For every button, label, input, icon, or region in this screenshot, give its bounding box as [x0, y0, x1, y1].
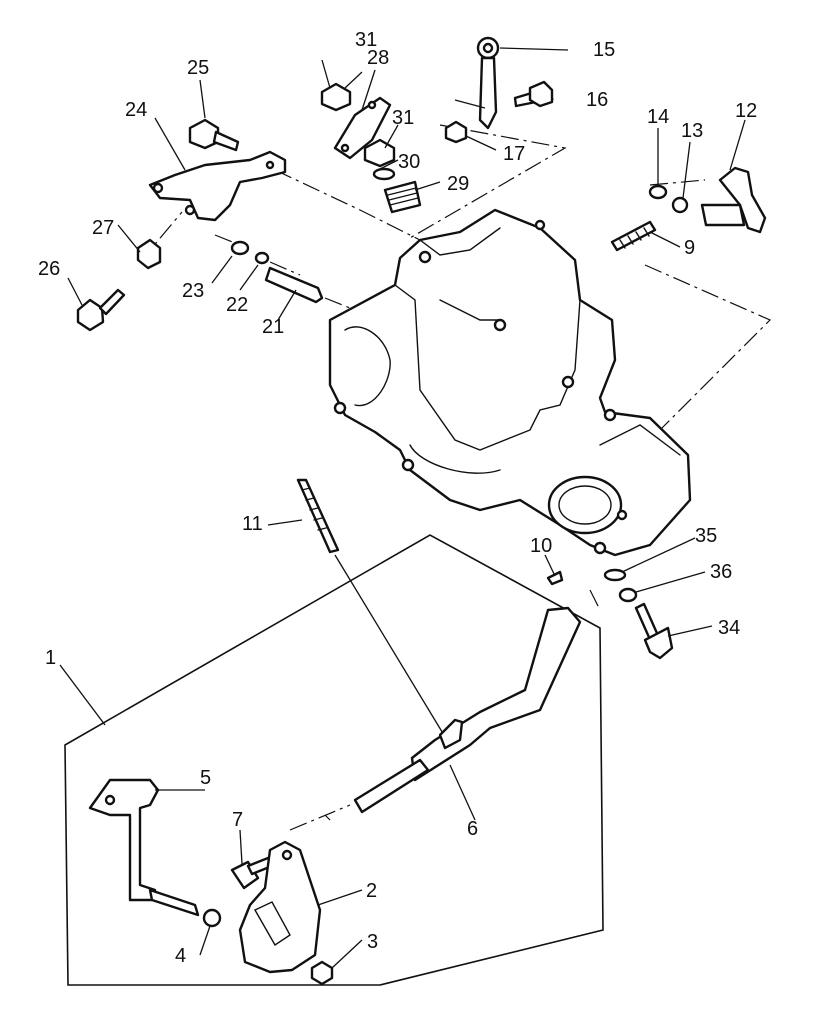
callout-11: 11: [242, 513, 263, 535]
callout-10: 10: [530, 535, 552, 557]
clip-13: [671, 196, 689, 214]
washer-4: [202, 908, 222, 928]
callout-labels: 1 2 3 4 5 6 7 9 10 11 12 13 14 15 16 17 …: [38, 29, 757, 967]
spring-11: [296, 478, 451, 746]
callout-26: 26: [38, 258, 60, 280]
callout-28: 28: [367, 47, 389, 69]
washer-36: [618, 587, 638, 603]
callout-31-lower: 31: [392, 107, 414, 129]
callout-27: 27: [92, 217, 114, 239]
callout-6: 6: [467, 818, 478, 840]
spring-29: [383, 180, 422, 214]
washer-14: [648, 184, 668, 200]
callout-3: 3: [367, 931, 378, 953]
bolt-7: [230, 856, 274, 890]
bolt-34: [634, 602, 674, 660]
callout-36: 36: [710, 561, 732, 583]
callout-31-upper: 31: [355, 29, 377, 51]
nut-17: [444, 120, 468, 144]
callout-34: 34: [718, 617, 740, 639]
callout-9: 9: [684, 237, 695, 259]
callout-17: 17: [503, 143, 525, 165]
callout-24: 24: [125, 99, 147, 121]
bracket-5: [88, 778, 200, 917]
plate-2: [238, 840, 322, 974]
alignment-lines: [139, 124, 772, 831]
leader-lines: [67, 47, 746, 969]
plate-28: [333, 96, 392, 160]
clip-35: [603, 568, 627, 582]
bolt-25: [188, 118, 240, 152]
callout-12: 12: [735, 100, 757, 122]
callout-13: 13: [681, 120, 703, 142]
bolt-26: [76, 288, 126, 332]
callout-4: 4: [175, 945, 186, 967]
washer-23: [230, 240, 250, 256]
pin-21: [264, 266, 324, 304]
callout-5: 5: [200, 767, 211, 789]
bracket-24: [148, 150, 287, 222]
nut-3: [310, 960, 334, 986]
callout-22: 22: [226, 294, 248, 316]
assembly-box-1: [59, 534, 604, 986]
spring-9: [610, 220, 657, 252]
callout-14: 14: [647, 106, 669, 128]
nut-27: [136, 238, 162, 270]
callout-29: 29: [447, 173, 469, 195]
lever-6: [353, 606, 582, 814]
callout-23: 23: [182, 280, 204, 302]
callout-21: 21: [262, 316, 284, 338]
callout-30: 30: [398, 151, 420, 173]
callout-7: 7: [232, 809, 243, 831]
callout-15: 15: [593, 39, 615, 61]
callout-35: 35: [695, 525, 717, 547]
nut-31-lower: [363, 138, 396, 168]
nut-31-upper: [320, 82, 352, 112]
callout-16: 16: [586, 89, 608, 111]
lever-15: [476, 36, 500, 130]
callout-1: 1: [45, 647, 56, 669]
clip-22: [254, 251, 270, 265]
bolt-16: [513, 80, 554, 108]
callout-2: 2: [366, 880, 377, 902]
gear-case-housing: [328, 208, 692, 557]
pin-10: [546, 570, 564, 586]
washer-30: [372, 167, 396, 181]
shift-arm-12: [700, 166, 767, 234]
callout-25: 25: [187, 57, 209, 79]
